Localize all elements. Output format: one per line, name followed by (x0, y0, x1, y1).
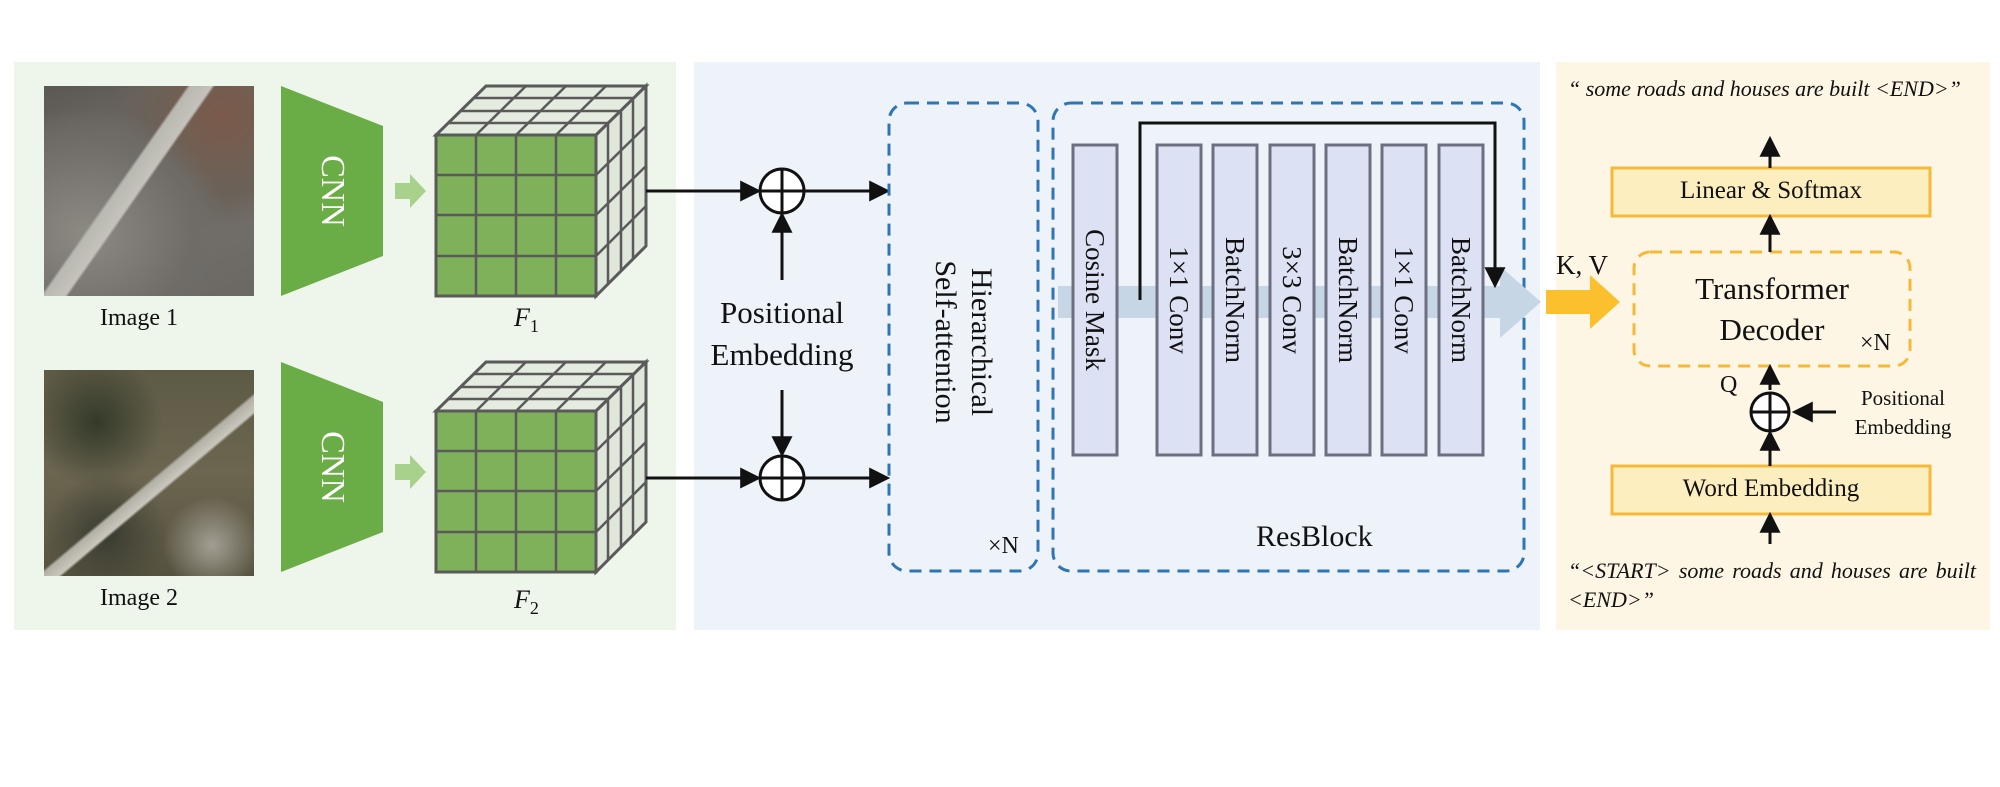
cnn-arrow-1 (395, 174, 426, 208)
output-caption: “ some roads and houses are built <END>” (1568, 76, 1961, 101)
hsa-repeat-label: ×N (988, 533, 1019, 559)
layer-batchnorm-b (1324, 143, 1372, 457)
feature-1-subscript: 1 (529, 316, 539, 337)
image-2-label: Image 2 (100, 585, 178, 611)
transformer-repeat-label: ×N (1860, 330, 1891, 356)
layer-conv1x1-a (1155, 143, 1203, 457)
cnn-block-1 (281, 86, 383, 296)
aerial-image-1 (44, 86, 254, 296)
word-embedding-box (1610, 464, 1932, 516)
layer-batchnorm-c (1437, 143, 1485, 457)
resblock-label: ResBlock (1256, 520, 1373, 553)
decoder-pos-embedding-label: Positional Embedding (1840, 384, 1966, 442)
feature-1-label: F1 (514, 303, 539, 337)
word-embedding-label: Word Embedding (1682, 475, 1860, 502)
layer-cosine-mask (1071, 143, 1119, 457)
kv-arrow (1546, 275, 1620, 329)
cnn-arrow-2 (395, 455, 426, 489)
resblock-layer-rects (1071, 143, 1485, 457)
q-label: Q (1720, 372, 1738, 398)
feature-2-subscript: 2 (529, 598, 539, 619)
aerial-image-2 (44, 370, 254, 576)
skip-connection (1138, 121, 1506, 300)
kv-label: K, V (1556, 250, 1609, 280)
decoder-add-circle (1749, 391, 1791, 433)
transformer-decoder-label: Transformer Decoder (1634, 268, 1910, 350)
layer-conv1x1-b (1380, 143, 1428, 457)
transformer-line2: Decoder (1719, 312, 1825, 347)
feature-2-symbol: F (514, 585, 530, 614)
resblock-dashed-box (1051, 101, 1526, 573)
feature-cube-1 (432, 82, 650, 300)
add-circle-1 (758, 167, 806, 215)
feature-2-label: F2 (514, 585, 539, 619)
layer-batchnorm-a (1211, 143, 1259, 457)
feature-cube-2 (432, 358, 650, 576)
image-1-label: Image 1 (100, 305, 178, 331)
cnn-block-2 (281, 362, 383, 572)
positional-embedding-label: Positional Embedding (702, 292, 862, 376)
transformer-decoder-box (1632, 250, 1912, 368)
feature-1-symbol: F (514, 303, 530, 332)
layer-conv3x3 (1268, 143, 1316, 457)
positional-embedding-line1: Positional (719, 295, 844, 330)
positional-embedding-line2: Embedding (710, 337, 854, 372)
decoder-pos-line2: Embedding (1854, 415, 1952, 439)
linear-softmax-label: Linear & Softmax (1680, 177, 1862, 204)
input-caption: “<START> some roads and houses are built… (1568, 558, 1976, 612)
decoder-pos-line1: Positional (1860, 386, 1945, 410)
transformer-line1: Transformer (1695, 271, 1849, 306)
